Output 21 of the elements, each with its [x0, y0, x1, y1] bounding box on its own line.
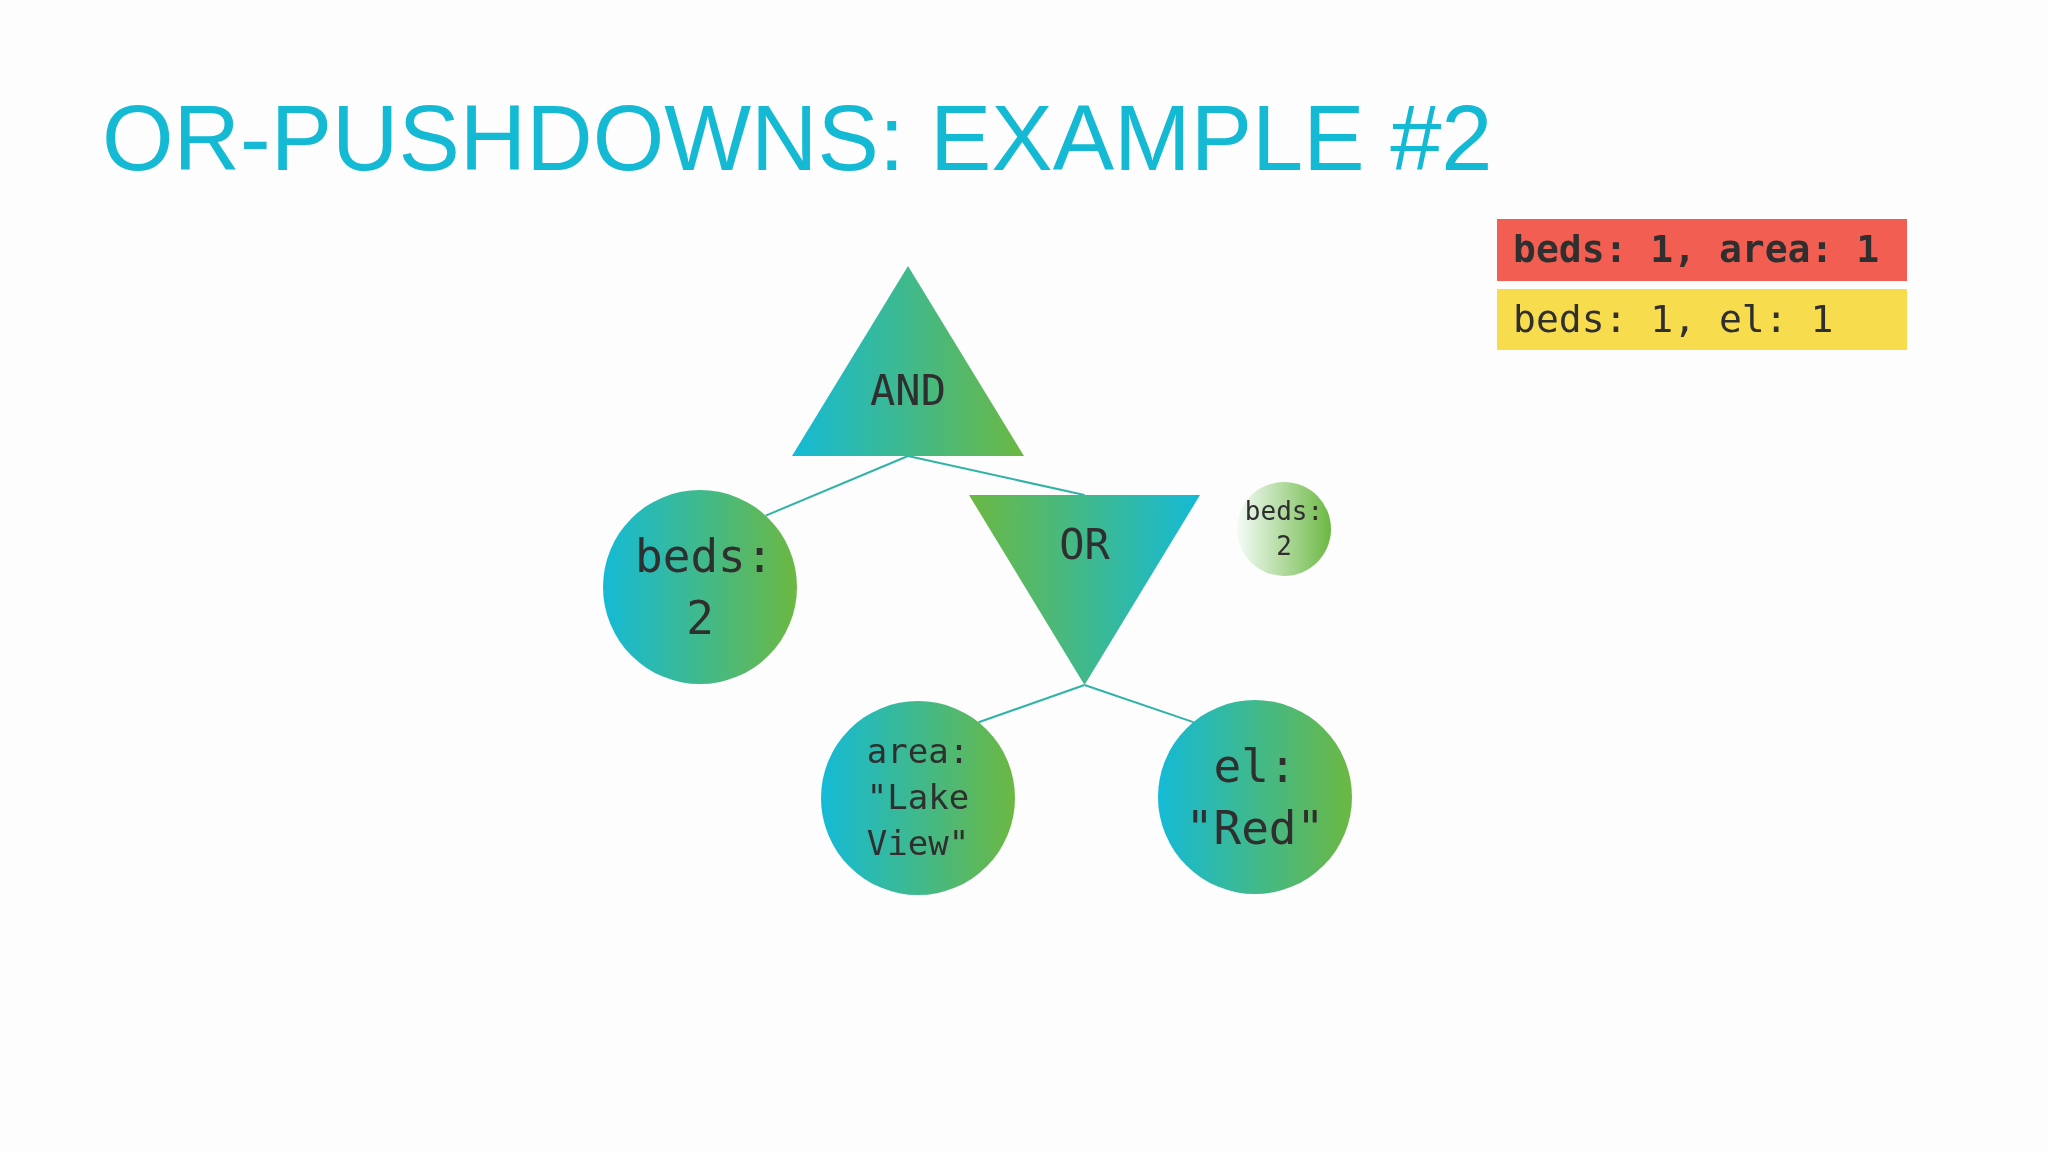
connector-line	[977, 684, 1086, 724]
slide-title: OR-PUSHDOWNS: EXAMPLE #2	[102, 88, 1493, 190]
condition-circle	[1237, 482, 1331, 576]
condition-text: area: "Lake View"	[865, 730, 971, 865]
condition-circle	[821, 701, 1015, 895]
condition-text: beds: 2	[1243, 494, 1325, 563]
condition-circle	[1158, 700, 1352, 894]
connector-line	[764, 455, 909, 517]
and-triangle	[792, 266, 1024, 456]
condition-circle	[603, 490, 797, 684]
condition-text: beds: 2	[635, 527, 765, 647]
index-box	[1497, 289, 1907, 350]
connector-line	[1083, 684, 1195, 724]
index-spec: beds: 1, area: 1	[1513, 226, 1880, 274]
index-spec: beds: 1, el: 1	[1513, 295, 1834, 343]
condition-text: AND	[870, 364, 946, 417]
connector-line	[907, 455, 1086, 496]
condition-text: el: "Red"	[1184, 737, 1326, 857]
condition-text: OR	[1059, 518, 1110, 571]
or-triangle	[969, 495, 1200, 685]
index-box	[1497, 219, 1907, 281]
